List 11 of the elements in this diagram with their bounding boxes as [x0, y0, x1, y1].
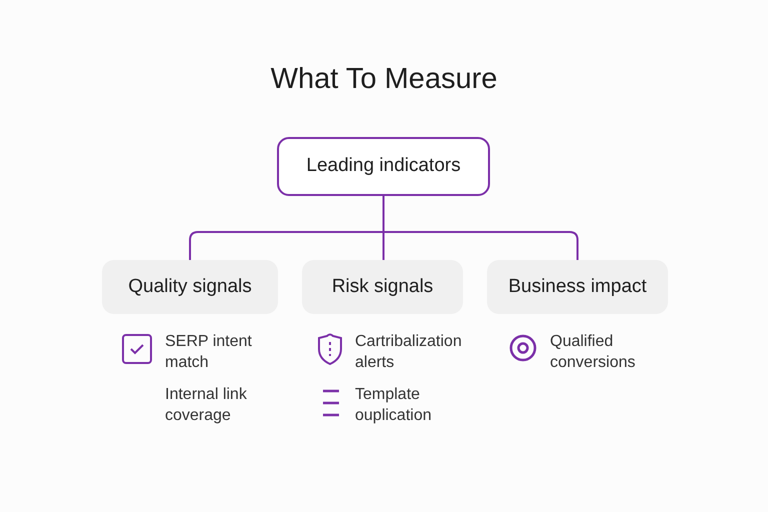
metric-label: Cartribalization alerts [355, 332, 463, 373]
connector-line [382, 196, 578, 260]
metric-label: Internal link coverage [165, 385, 248, 426]
category-box: Quality signals [102, 260, 278, 314]
category-box: Business impact [487, 260, 668, 314]
root-box: Leading indicators [277, 137, 490, 196]
metric-label: SERP intent match [165, 332, 253, 373]
metric-label: Qualified conversions [550, 332, 636, 373]
metric-label: Template ouplication [355, 385, 432, 426]
category-box: Risk signals [302, 260, 463, 314]
diagram-title: What To Measure [270, 62, 498, 97]
